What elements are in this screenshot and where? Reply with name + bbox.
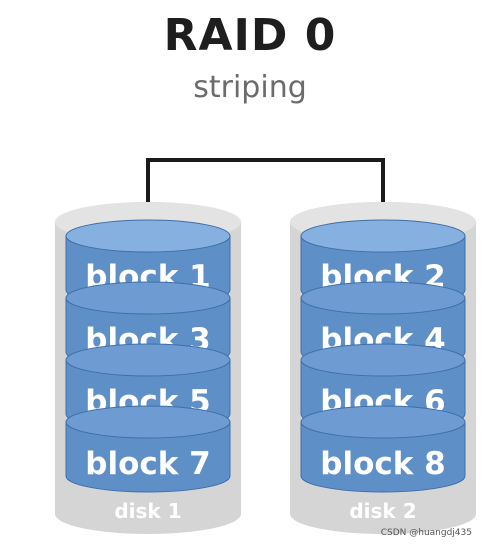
block-label: block 8 xyxy=(320,446,445,482)
block-7: block 7 xyxy=(65,405,231,493)
disk-label: disk 2 xyxy=(349,499,416,523)
disk-1: block 1 block 3 block 5 block 7 disk 1 xyxy=(55,202,241,534)
diagram-title: RAID 0 xyxy=(163,10,337,61)
disk-label: disk 1 xyxy=(114,499,181,523)
source-watermark: CSDN @huangdj435 xyxy=(380,528,472,538)
block-label: block 7 xyxy=(85,446,210,482)
block-8: block 8 xyxy=(300,405,466,493)
connector-line xyxy=(146,158,385,222)
disk-2: block 2 block 4 block 6 block 8 disk 2 xyxy=(290,202,476,534)
diagram-subtitle: striping xyxy=(193,70,307,105)
